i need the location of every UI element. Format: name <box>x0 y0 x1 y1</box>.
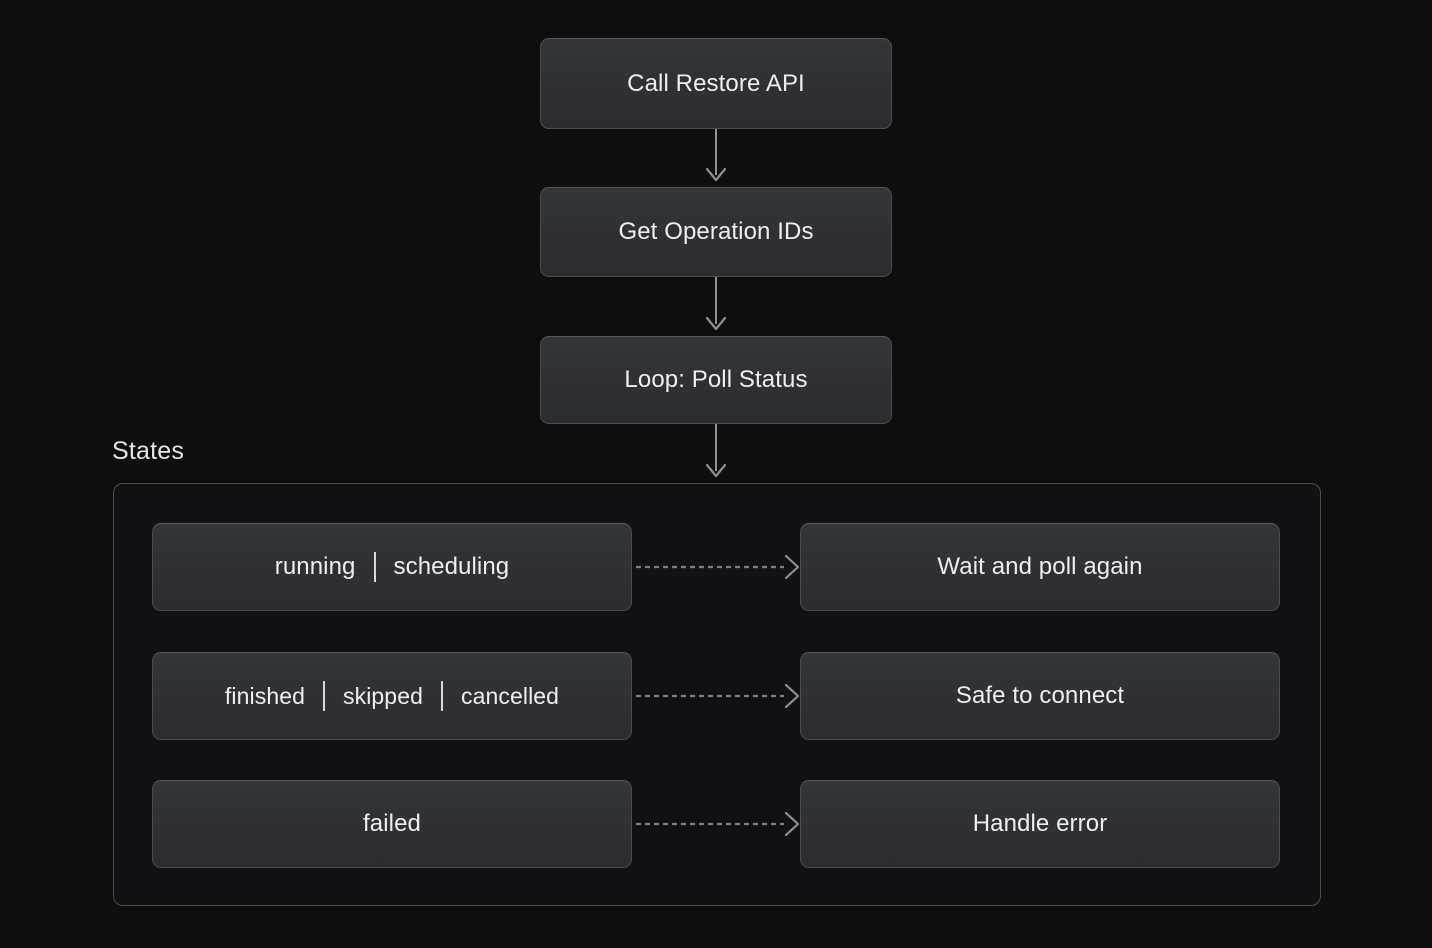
node-label: Handle error <box>972 810 1108 837</box>
edge-finished-to-safe <box>636 683 800 709</box>
state-part-cancelled: cancelled <box>460 682 560 709</box>
state-part-scheduling: scheduling <box>393 553 510 580</box>
node-action-handle-error[interactable]: Handle error <box>800 780 1280 868</box>
node-loop-poll-status[interactable]: Loop: Poll Status <box>540 336 892 424</box>
node-state-finished-skipped-cancelled[interactable]: finished skipped cancelled <box>152 652 632 740</box>
state-separator-icon <box>440 681 443 711</box>
edge-running-to-wait <box>636 554 800 580</box>
node-label: Get Operation IDs <box>618 218 814 245</box>
node-state-failed[interactable]: failed <box>152 780 632 868</box>
state-part-finished: finished <box>224 682 305 709</box>
node-call-restore-api[interactable]: Call Restore API <box>540 38 892 129</box>
node-label: Safe to connect <box>955 682 1125 709</box>
state-part-failed: failed <box>363 810 421 837</box>
arrow-opids-to-loop <box>705 277 727 331</box>
state-separator-icon <box>373 552 376 582</box>
node-label: Call Restore API <box>627 69 805 97</box>
states-group-label: States <box>112 437 185 465</box>
state-part-running: running <box>274 553 356 580</box>
node-action-safe-to-connect[interactable]: Safe to connect <box>800 652 1280 740</box>
node-label: Wait and poll again <box>937 553 1143 580</box>
arrow-loop-to-states <box>705 424 727 478</box>
edge-failed-to-handle-error <box>636 811 800 837</box>
node-get-operation-ids[interactable]: Get Operation IDs <box>540 187 892 277</box>
node-state-running-scheduling[interactable]: running scheduling <box>152 523 632 611</box>
arrow-restore-to-opids <box>705 129 727 182</box>
node-action-wait-and-poll-again[interactable]: Wait and poll again <box>800 523 1280 611</box>
node-label: Loop: Poll Status <box>624 366 808 393</box>
state-part-skipped: skipped <box>343 682 423 709</box>
state-separator-icon <box>323 681 325 711</box>
